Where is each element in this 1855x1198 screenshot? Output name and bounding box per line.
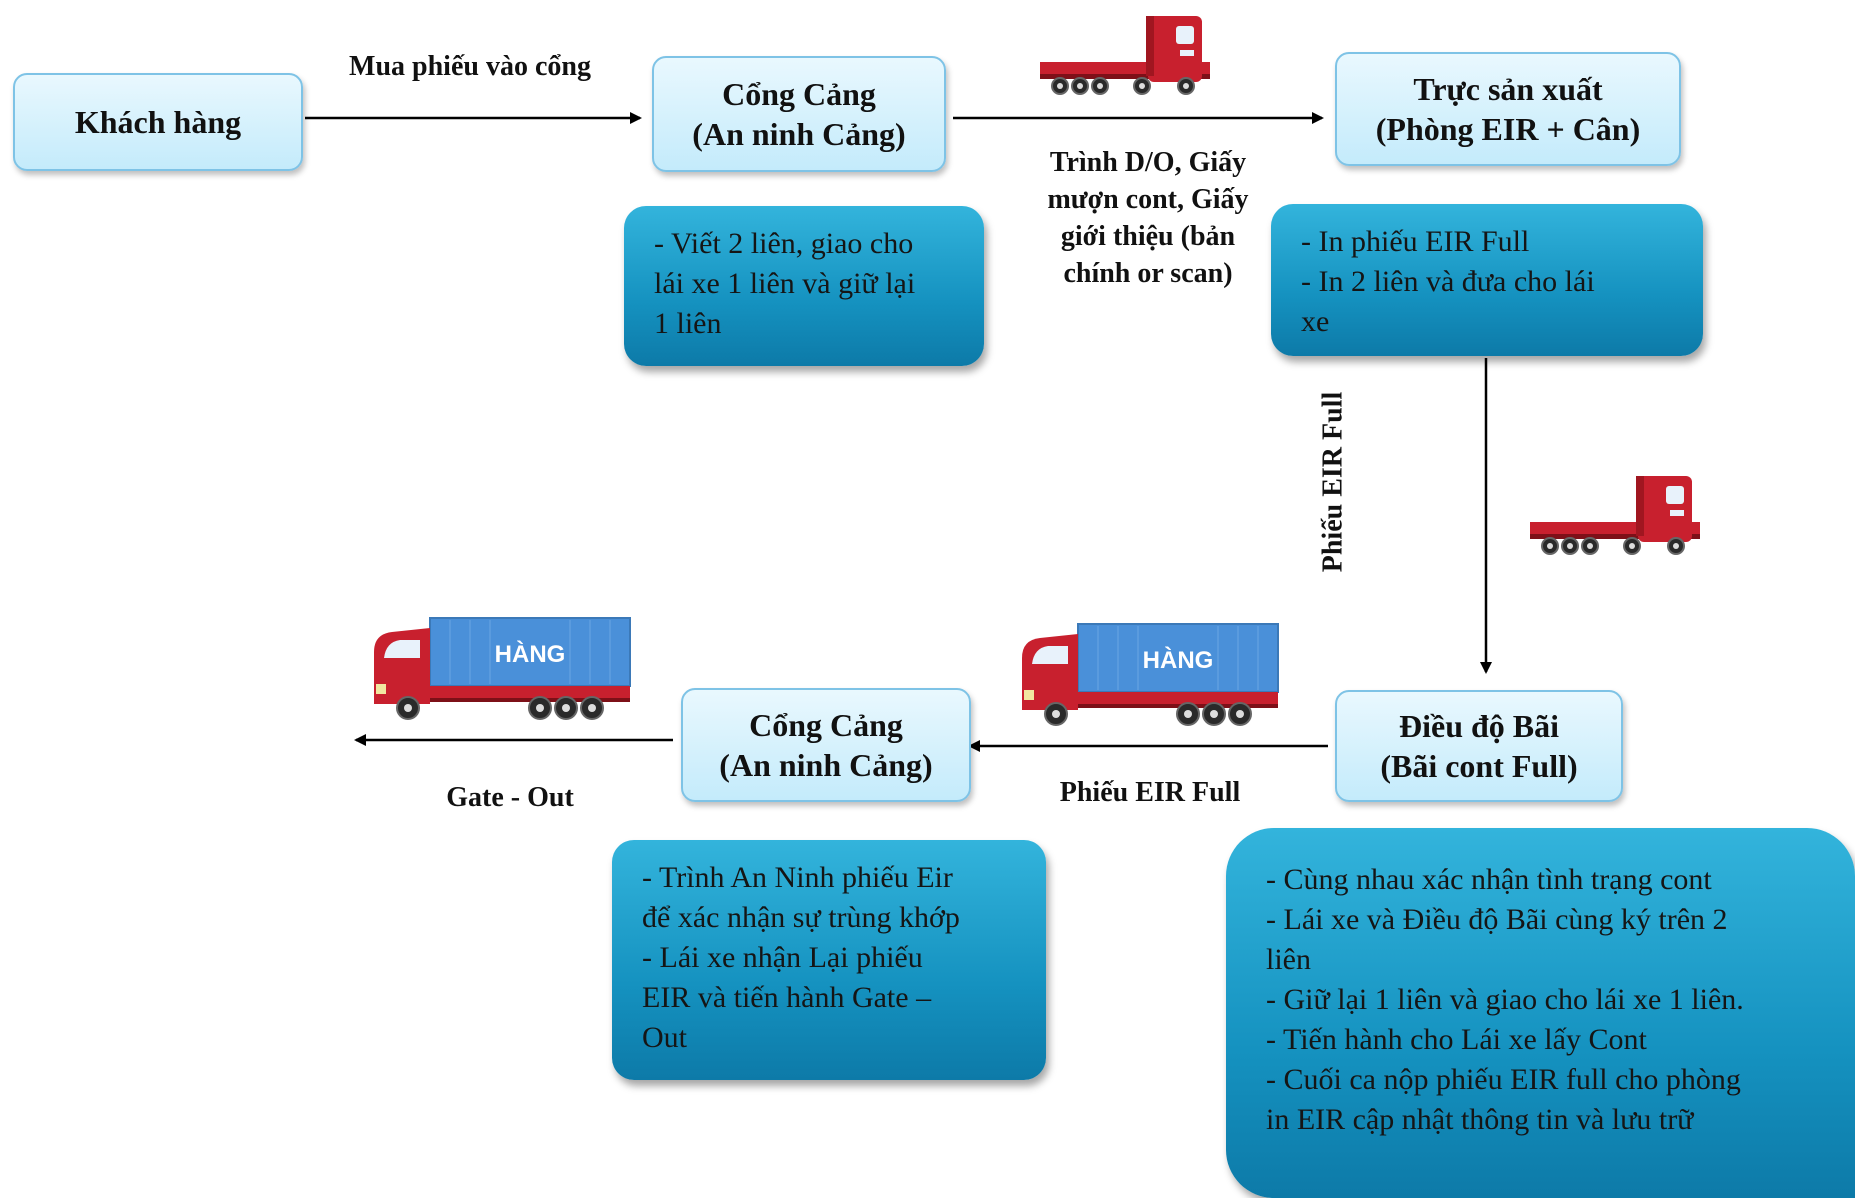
note-truc-san-xuat: - In phiếu EIR Full - In 2 liên và đưa c…	[1271, 204, 1703, 356]
note-line: - Giữ lại 1 liên và giao cho lái xe 1 li…	[1266, 983, 1744, 1016]
note-line: - Trình An Ninh phiếu Eir	[642, 861, 953, 894]
note-line: - Cuối ca nộp phiếu EIR full cho phòng	[1266, 1063, 1741, 1096]
node-truc-san-xuat: Trực sản xuất (Phòng EIR + Cân)	[1335, 52, 1681, 166]
edge-label-phieu-eir-vertical: Phiếu EIR Full	[1317, 391, 1349, 573]
cargo-truck-icon-left: HÀNG	[373, 617, 631, 720]
note-line: - In phiếu EIR Full	[1301, 225, 1530, 258]
node-cong-cang-top: Cổng Cảng (An ninh Cảng)	[652, 56, 946, 172]
note-line: - Lái xe và Điều độ Bãi cùng ký trên 2	[1266, 903, 1728, 936]
note-line: in EIR cập nhật thông tin và lưu trữ	[1266, 1103, 1694, 1136]
edge-label-line: giới thiệu (bản	[1060, 221, 1236, 252]
node-title: Điều độ Bãi	[1398, 708, 1560, 744]
edge-label-trinh-do: Trình D/O, Giấy mượn cont, Giấy giới thi…	[1010, 144, 1286, 292]
note-cong-cang-bottom: - Trình An Ninh phiếu Eir để xác nhận sự…	[612, 840, 1046, 1080]
note-line: lái xe 1 liên và giữ lại	[654, 267, 916, 300]
node-subtitle: (Phòng EIR + Cân)	[1375, 111, 1641, 147]
node-title: Cổng Cảng	[749, 707, 903, 743]
node-subtitle: (An ninh Cảng)	[719, 747, 933, 783]
edge-label-line: chính or scan)	[1063, 258, 1233, 289]
note-line: để xác nhận sự trùng khớp	[642, 901, 960, 934]
note-cong-cang-top: - Viết 2 liên, giao cho lái xe 1 liên và…	[624, 206, 984, 366]
node-title: Cổng Cảng	[722, 76, 876, 112]
note-line: - In 2 liên và đưa cho lái	[1301, 265, 1595, 298]
cargo-label-right: HÀNG	[1143, 646, 1214, 674]
note-line: Out	[642, 1021, 687, 1054]
node-subtitle: (Bãi cont Full)	[1380, 748, 1578, 784]
note-line: - Lái xe nhận Lại phiếu	[642, 941, 923, 974]
edge-label-mua-phieu: Mua phiếu vào cổng	[349, 51, 591, 82]
note-line: EIR và tiến hành Gate –	[642, 981, 932, 1014]
note-line: 1 liên	[654, 307, 722, 340]
node-khach-hang-label: Khách hàng	[74, 104, 242, 140]
flatbed-truck-icon-right	[1529, 475, 1701, 555]
node-khach-hang: Khách hàng	[13, 73, 303, 171]
note-line: xe	[1301, 305, 1330, 338]
edge-label-line: Trình D/O, Giấy	[1049, 147, 1247, 178]
edge-label-phieu-eir-bottom: Phiếu EIR Full	[1059, 777, 1241, 808]
cargo-truck-icon-right: HÀNG	[1021, 623, 1279, 726]
note-line: - Viết 2 liên, giao cho	[654, 227, 914, 260]
note-line: liên	[1266, 943, 1311, 976]
cargo-label-left: HÀNG	[495, 640, 566, 668]
node-dieu-do-bai: Điều độ Bãi (Bãi cont Full)	[1335, 690, 1623, 802]
node-cong-cang-bottom: Cổng Cảng (An ninh Cảng)	[681, 688, 971, 802]
edge-label-line: mượn cont, Giấy	[1047, 184, 1249, 215]
note-line: - Tiến hành cho Lái xe lấy Cont	[1266, 1023, 1647, 1056]
note-dieu-do-bai: - Cùng nhau xác nhận tình trạng cont - L…	[1226, 828, 1855, 1198]
node-subtitle: (An ninh Cảng)	[692, 116, 906, 152]
flatbed-truck-icon-top	[1039, 15, 1211, 95]
node-title: Trực sản xuất	[1413, 71, 1603, 107]
edge-label-gate-out: Gate - Out	[446, 782, 574, 813]
note-line: - Cùng nhau xác nhận tình trạng cont	[1266, 863, 1712, 896]
